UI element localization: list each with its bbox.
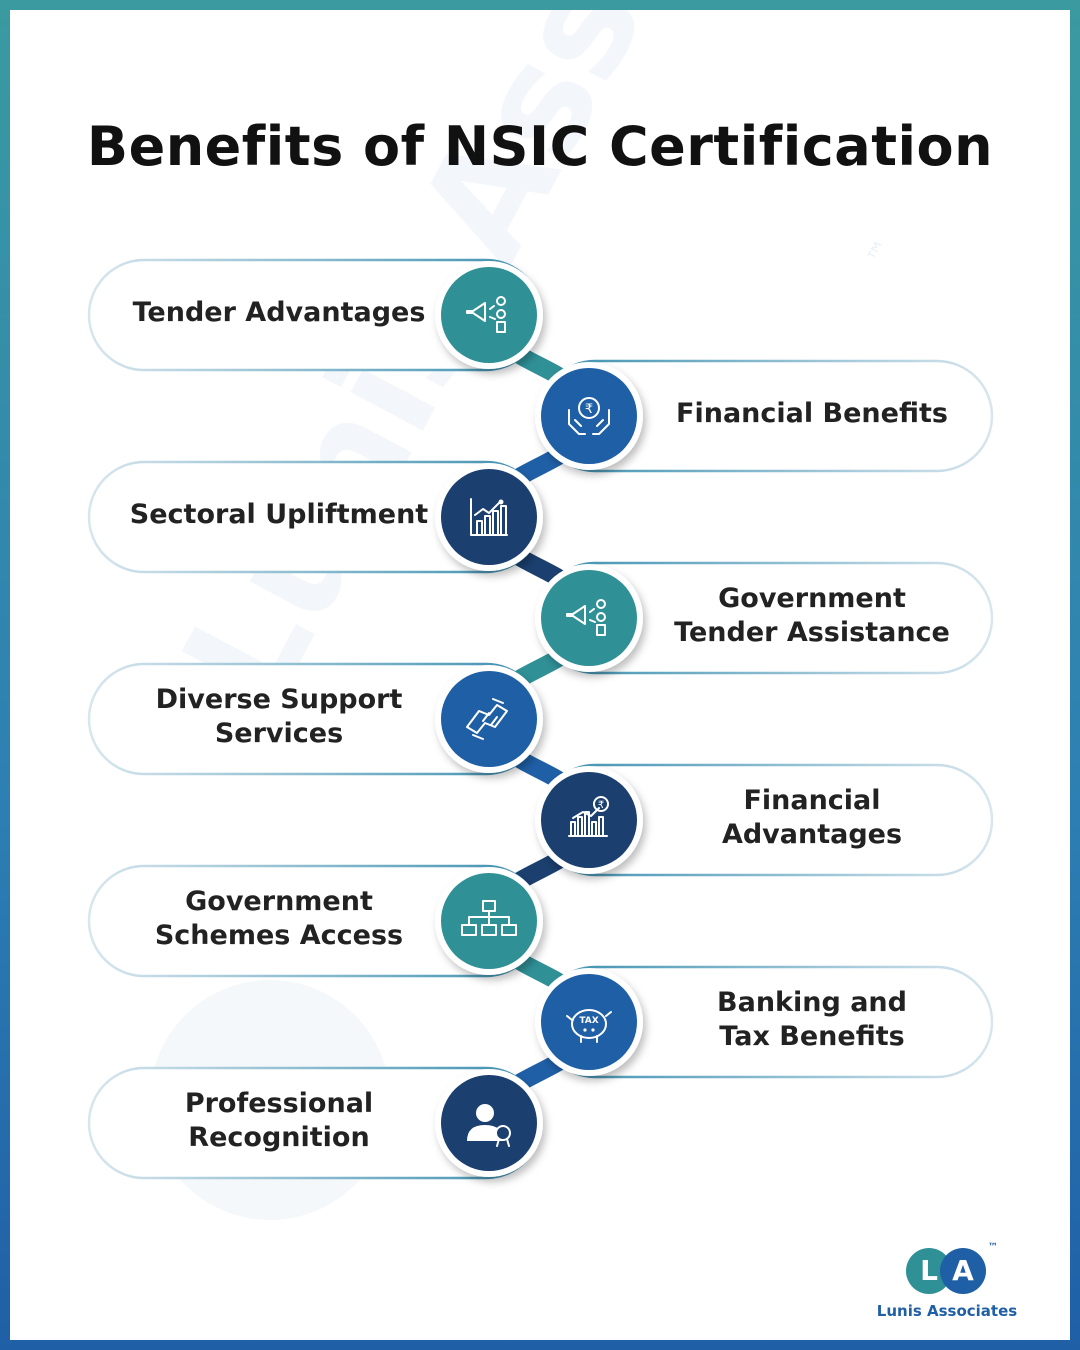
benefit-label: Financial Advantages [721, 785, 903, 850]
svg-text:TAX: TAX [579, 1016, 598, 1026]
teamwork-hands-icon [435, 665, 543, 773]
rupee-bar-chart-icon: ₹ [535, 766, 643, 874]
benefit-label: Sectoral Upliftment [129, 499, 429, 530]
svg-text:₹: ₹ [585, 402, 593, 417]
svg-text:₹: ₹ [598, 800, 604, 811]
brand-logo: L A ™ Lunis Associates [872, 1242, 1022, 1328]
infographic-canvas: Lunis Associates ™ Benefits of NSIC Cert… [10, 10, 1070, 1340]
benefit-label: Government Tender Assistance [674, 583, 950, 648]
award-person-icon [435, 1069, 543, 1177]
logo-tm: ™ [988, 1242, 998, 1253]
icon-circle [441, 1075, 537, 1171]
megaphone-gear-icon [435, 261, 543, 369]
icon-circle [441, 267, 537, 363]
benefit-label: Tender Advantages [132, 297, 426, 328]
icon-circle [541, 368, 637, 464]
benefit-label: Government Schemes Access [154, 886, 404, 951]
icon-circle [541, 570, 637, 666]
benefit-label: Professional Recognition [184, 1088, 374, 1153]
megaphone-gear-icon [535, 564, 643, 672]
hierarchy-icon [435, 867, 543, 975]
benefits-diagram: ₹ ₹ TAX [87, 258, 994, 1180]
icon-circle [441, 671, 537, 767]
benefit-label: Financial Benefits [676, 398, 948, 429]
icon-circle [541, 974, 637, 1070]
hands-rupee-coin-icon: ₹ [535, 362, 643, 470]
benefit-label: Diverse Support Services [155, 684, 403, 749]
tax-piggy-bank-icon: TAX [535, 968, 643, 1076]
benefit-label: Banking and Tax Benefits [717, 987, 907, 1052]
page-title: Benefits of NSIC Certification [86, 115, 994, 178]
growth-chart-icon [435, 463, 543, 571]
logo-name: Lunis Associates [876, 1302, 1018, 1320]
logo-letter-a: A [940, 1248, 986, 1294]
